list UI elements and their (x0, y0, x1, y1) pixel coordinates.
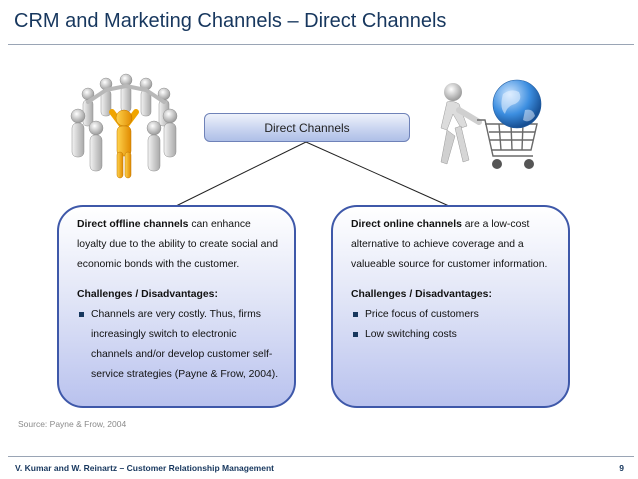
footer-citation: V. Kumar and W. Reinartz – Customer Rela… (15, 463, 274, 473)
direct-channels-label: Direct Channels (264, 120, 350, 135)
online-challenges-title: Challenges / Disadvantages: (351, 289, 492, 300)
online-lead: Direct online channels are a low-cost al… (351, 215, 554, 275)
offline-channels-card: Direct offline channels can enhance loya… (57, 205, 296, 408)
online-channels-card: Direct online channels are a low-cost al… (331, 205, 570, 408)
offline-challenges-title: Challenges / Disadvantages: (77, 289, 218, 300)
list-item: Channels are very costly. Thus, firms in… (77, 305, 280, 385)
online-challenge-text: Price focus of customers (365, 309, 479, 320)
bullet-icon (353, 332, 358, 337)
offline-challenges-list: Channels are very costly. Thus, firms in… (77, 305, 280, 385)
offline-lead-text: can enhance loyalty due to the ability t… (77, 219, 279, 270)
people-circle-icon (70, 73, 178, 179)
shopping-cart-globe-icon (440, 79, 542, 169)
bullet-icon (79, 312, 84, 317)
online-challenges-list: Price focus of customers Low switching c… (351, 305, 554, 345)
direct-channels-node: Direct Channels (204, 113, 410, 142)
offline-challenge-text: Channels are very costly. Thus, firms in… (91, 309, 279, 380)
connector-right (305, 141, 450, 207)
list-item: Low switching costs (351, 325, 554, 345)
offline-lead: Direct offline channels can enhance loya… (77, 215, 280, 275)
online-lead-bold: Direct online channels (351, 219, 462, 230)
offline-lead-bold: Direct offline channels (77, 219, 189, 230)
source-note: Source: Payne & Frow, 2004 (18, 419, 127, 429)
highlight-person (109, 109, 139, 179)
page-number: 9 (619, 463, 624, 473)
title-divider (8, 44, 634, 45)
online-challenge-text: Low switching costs (365, 329, 457, 340)
online-lead-text: are a low-cost alternative to achieve co… (351, 219, 548, 270)
bullet-icon (353, 312, 358, 317)
slide-title: CRM and Marketing Channels – Direct Chan… (14, 10, 447, 32)
footer-divider (8, 456, 634, 457)
list-item: Price focus of customers (351, 305, 554, 325)
connector-left (175, 141, 307, 207)
